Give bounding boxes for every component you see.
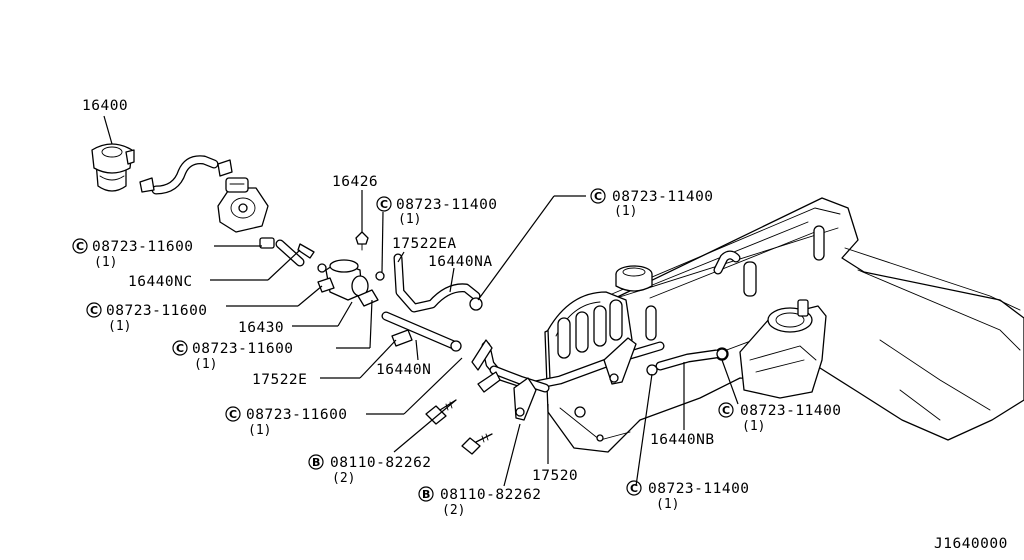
clamp-prefix: C (229, 408, 237, 421)
small-valve (355, 231, 369, 251)
clamp-prefix: C (722, 404, 730, 417)
tube-e (381, 311, 462, 352)
diagram-code: J1640000 (934, 536, 1008, 552)
label-17522e: 17522E (252, 372, 307, 388)
label-16440nb: 16440NB (650, 432, 715, 448)
labels: 16400 16426 16440NC 16430 17522E 16440N … (72, 98, 1008, 552)
label-16430: 16430 (238, 320, 284, 336)
clamp-number: 08723-11600 (92, 239, 194, 255)
callout-clamp-c3: C 08723-11600 (1) (172, 340, 294, 372)
hose-top (139, 155, 233, 195)
callout-clamp-c1: C 08723-11600 (1) (72, 238, 194, 270)
fuel-tube-assembly (471, 337, 728, 421)
leader-lines (103, 115, 739, 487)
bolt-1 (425, 399, 457, 425)
clamp-prefix: C (630, 482, 638, 495)
clamp-number: 08723-11600 (246, 407, 348, 423)
engine-block (544, 197, 1024, 453)
clamp-qty: (1) (194, 357, 217, 372)
callout-clamp-c4: C 08723-11600 (1) (225, 406, 348, 438)
bolt-number: 08110-82262 (440, 487, 542, 503)
callout-clamp-c7: C 08723-11400 (1) (718, 402, 842, 434)
clamp-number: 08723-11400 (648, 481, 750, 497)
clamp-qty: (1) (94, 255, 117, 270)
clamp-number: 08723-11400 (396, 197, 498, 213)
clamp-prefix: C (76, 240, 84, 253)
bolt-number: 08110-82262 (330, 455, 432, 471)
label-16440na: 16440NA (428, 254, 493, 270)
clamp-number: 08723-11400 (740, 403, 842, 419)
label-16426: 16426 (332, 174, 378, 190)
clamp-prefix: C (594, 190, 602, 203)
callout-clamp-c5: C 08723-11400 (1) (376, 196, 498, 227)
clamp-number: 08723-11600 (106, 303, 208, 319)
label-16400: 16400 (82, 98, 128, 114)
clamp-qty: (1) (614, 204, 637, 219)
callout-bolt-b2: B 08110-82262 (2) (418, 486, 542, 518)
callout-bolt-b1: B 08110-82262 (2) (308, 454, 432, 486)
label-17520: 17520 (532, 468, 578, 484)
clamp-qty: (1) (742, 419, 765, 434)
fuel-filter (91, 143, 135, 192)
bolt-qty: (2) (332, 471, 355, 486)
clamp-qty: (1) (398, 212, 421, 227)
clamp-number: 08723-11400 (612, 189, 714, 205)
label-17522ea: 17522EA (392, 236, 457, 252)
bolt-2 (461, 433, 493, 455)
clamp-number: 08723-11600 (192, 341, 294, 357)
clamp-prefix: C (176, 342, 184, 355)
solenoid-valve (317, 259, 385, 307)
clamp-qty: (1) (656, 497, 679, 512)
clamp-prefix: C (380, 198, 388, 211)
callout-clamp-c6: C 08723-11400 (1) (590, 188, 714, 219)
tube-ea (393, 253, 483, 313)
vacuum-unit (217, 177, 269, 233)
throttle-body (715, 299, 827, 399)
bolt-prefix: B (422, 488, 430, 501)
hose-nc (259, 237, 315, 267)
bolt-prefix: B (312, 456, 320, 469)
label-16440nc: 16440NC (128, 274, 193, 290)
clamp-qty: (1) (108, 319, 131, 334)
clamp-qty: (1) (248, 423, 271, 438)
callout-clamp-c8: C 08723-11400 (1) (626, 480, 750, 512)
label-16440n: 16440N (376, 362, 431, 378)
clamp-prefix: C (90, 304, 98, 317)
bolt-qty: (2) (442, 503, 465, 518)
callout-clamp-c2: C 08723-11600 (1) (86, 302, 208, 334)
